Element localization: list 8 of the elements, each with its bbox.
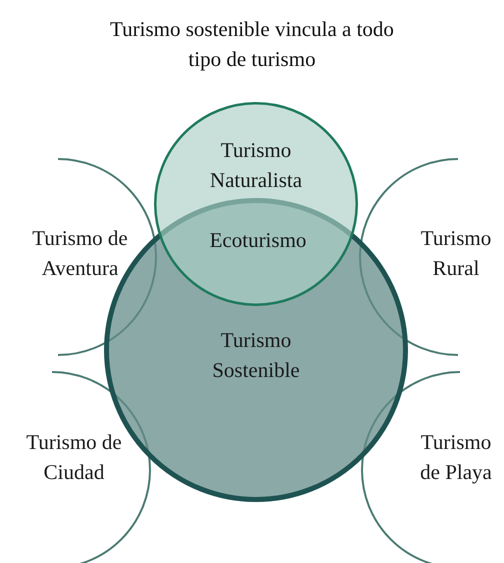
diagram-title: Turismo sostenible vincula a todo tipo de turismo <box>109 16 395 73</box>
node-label: Turismo de Playa <box>419 429 493 486</box>
node-label: Turismo Rural <box>420 225 492 282</box>
node-label: Turismo de Aventura <box>31 225 129 282</box>
node-label: Turismo Sostenible <box>211 327 301 384</box>
node-label: Turismo Naturalista <box>208 137 304 194</box>
node-label: Turismo de Ciudad <box>25 429 123 486</box>
overlap-label: Ecoturismo <box>210 227 306 253</box>
